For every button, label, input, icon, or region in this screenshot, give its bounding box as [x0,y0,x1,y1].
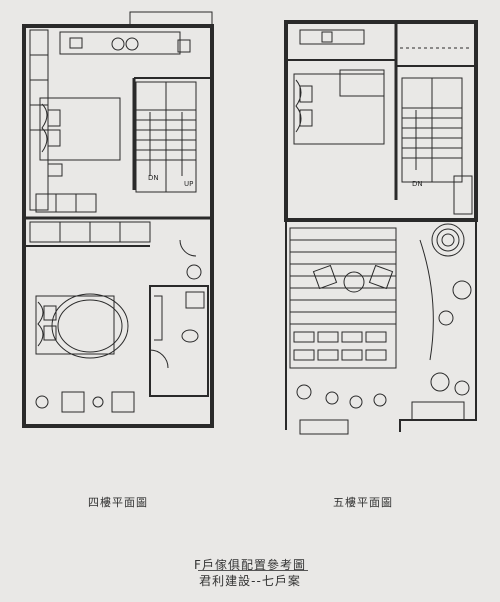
round-rug-4f [51,293,129,359]
fifth-floor-caption: 五樓平面圖 [333,496,393,509]
garden-table-5f [343,271,365,293]
stair-dn-label-right: DN [412,180,423,188]
side-table-4f [92,396,104,408]
sheet-title: F戶傢俱配置參考圖 [194,558,306,572]
garden-chair-right-5f [368,264,394,290]
title-underline [198,570,308,571]
garden-chair-left-5f [312,264,338,290]
storage-box-5f [411,401,465,421]
cabinet-5f [453,175,473,215]
outer-wall-4f [22,24,214,428]
planter-bench-5f [293,331,387,361]
desk-4f [59,31,181,55]
armchair-left-4f [61,391,85,413]
bed-upper-4f [39,97,121,177]
bed-5f [293,69,385,145]
fountain-5f [431,223,465,257]
wardrobe-top-4f [29,29,49,211]
roof-canopy-4f [129,11,213,27]
closet-row-4f [35,193,97,213]
outer-wall-5f [284,20,478,222]
desk-5f [299,29,365,45]
stair-up-label-left: UP [184,180,193,188]
stair-dn-label-left: DN [148,174,159,182]
staircase-4f [135,81,197,193]
staircase-5f [401,77,463,183]
fourth-floor-plan [22,11,214,428]
fifth-floor-plan [284,20,478,435]
fourth-floor-caption: 四樓平面圖 [88,496,148,509]
bathroom-4f [149,285,209,397]
armchair-right-4f [111,391,135,413]
garden-plants-5f [296,239,472,409]
sheet-subtitle: 君利建設--七戶案 [199,574,301,588]
bed-lower-4f [35,295,115,355]
plant-4f [186,264,202,280]
wood-deck-5f [289,227,397,369]
